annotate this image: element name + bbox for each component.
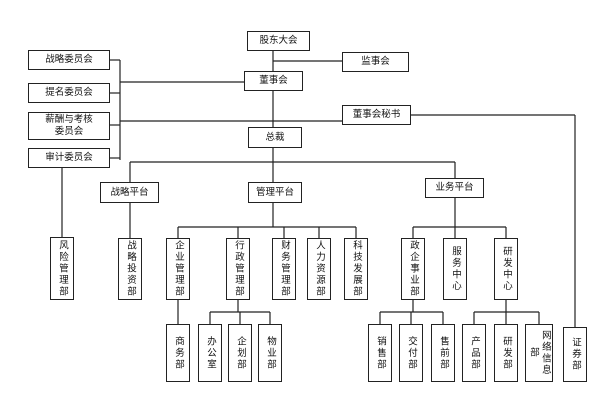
node-shareholders: 股东大会: [247, 31, 310, 51]
node-tech-dev-label: 科技发展部: [350, 240, 362, 298]
node-tech-dev: 科技发展部: [344, 238, 368, 300]
node-board-secretary: 董事会秘书: [342, 105, 411, 125]
node-presales-label: 售前部: [437, 335, 449, 371]
node-president-label: 总裁: [265, 131, 285, 143]
node-product-label: 产品部: [468, 335, 480, 371]
node-rd-dept-label: 研发部: [500, 335, 512, 371]
node-securities: 证券部: [563, 327, 587, 382]
node-strategy-committee-label: 战略委员会: [45, 54, 93, 66]
node-network-info-label: 网络信息部: [528, 330, 551, 376]
node-audit-committee-label: 审计委员会: [45, 152, 93, 164]
node-admin-mgmt: 行政管理部: [226, 238, 250, 300]
node-supervisory-label: 监事会: [361, 56, 390, 68]
node-enterprise-mgmt-label: 企业管理部: [172, 240, 184, 298]
node-presales: 售前部: [431, 324, 455, 382]
node-strategy-committee: 战略委员会: [28, 50, 110, 70]
node-hr: 人力资源部: [307, 238, 331, 300]
node-gov-enterprise-label: 政企事业部: [407, 240, 419, 298]
node-property-label: 物业部: [264, 335, 276, 371]
node-nomination-committee: 提名委员会: [28, 83, 110, 103]
node-risk-mgmt-label: 风险管理部: [56, 239, 68, 298]
node-product: 产品部: [462, 324, 486, 382]
node-delivery-label: 交付部: [405, 335, 417, 371]
node-compensation-committee: 薪酬与考核 委员会: [28, 112, 110, 140]
node-finance-mgmt-label: 财务管理部: [278, 240, 290, 298]
node-service-center-label: 服务中心: [449, 246, 461, 292]
node-planning-label: 企划部: [234, 335, 246, 371]
node-strategic-investment-label: 战略投资部: [124, 240, 136, 298]
node-risk-mgmt: 风险管理部: [50, 237, 74, 300]
node-office: 办公室: [198, 324, 222, 382]
node-strategy-platform: 战略平台: [100, 182, 159, 203]
node-commerce-label: 商务部: [172, 335, 184, 371]
node-strategic-investment: 战略投资部: [118, 238, 142, 300]
node-board-secretary-label: 董事会秘书: [352, 109, 401, 121]
node-rd-center-label: 研发中心: [500, 246, 512, 292]
node-business-platform-label: 业务平台: [435, 182, 474, 194]
node-gov-enterprise: 政企事业部: [401, 238, 425, 300]
node-strategy-platform-label: 战略平台: [110, 186, 149, 198]
node-commerce: 商务部: [166, 324, 190, 382]
node-service-center: 服务中心: [443, 238, 467, 300]
node-president: 总裁: [248, 127, 302, 148]
node-audit-committee: 审计委员会: [28, 148, 110, 168]
node-management-platform-label: 管理平台: [255, 186, 294, 198]
node-board: 董事会: [244, 71, 303, 91]
node-hr-label: 人力资源部: [313, 240, 325, 298]
node-board-label: 董事会: [259, 75, 288, 87]
node-business-platform: 业务平台: [425, 178, 484, 198]
node-planning: 企划部: [228, 324, 252, 382]
node-sales-label: 销售部: [374, 335, 386, 371]
node-enterprise-mgmt: 企业管理部: [166, 238, 190, 300]
node-property: 物业部: [258, 324, 282, 382]
node-delivery: 交付部: [399, 324, 423, 382]
node-compensation-committee-label: 薪酬与考核 委员会: [45, 114, 93, 137]
node-rd-dept: 研发部: [494, 324, 518, 382]
node-shareholders-label: 股东大会: [259, 35, 298, 47]
node-rd-center: 研发中心: [494, 238, 518, 300]
node-finance-mgmt: 财务管理部: [272, 238, 296, 300]
node-office-label: 办公室: [204, 335, 216, 371]
node-network-info: 网络信息部: [525, 324, 553, 382]
node-nomination-committee-label: 提名委员会: [45, 87, 93, 99]
node-sales: 销售部: [368, 324, 392, 382]
node-supervisory: 监事会: [342, 52, 409, 72]
node-admin-mgmt-label: 行政管理部: [232, 240, 244, 298]
node-securities-label: 证券部: [569, 337, 581, 372]
node-management-platform: 管理平台: [248, 182, 302, 203]
